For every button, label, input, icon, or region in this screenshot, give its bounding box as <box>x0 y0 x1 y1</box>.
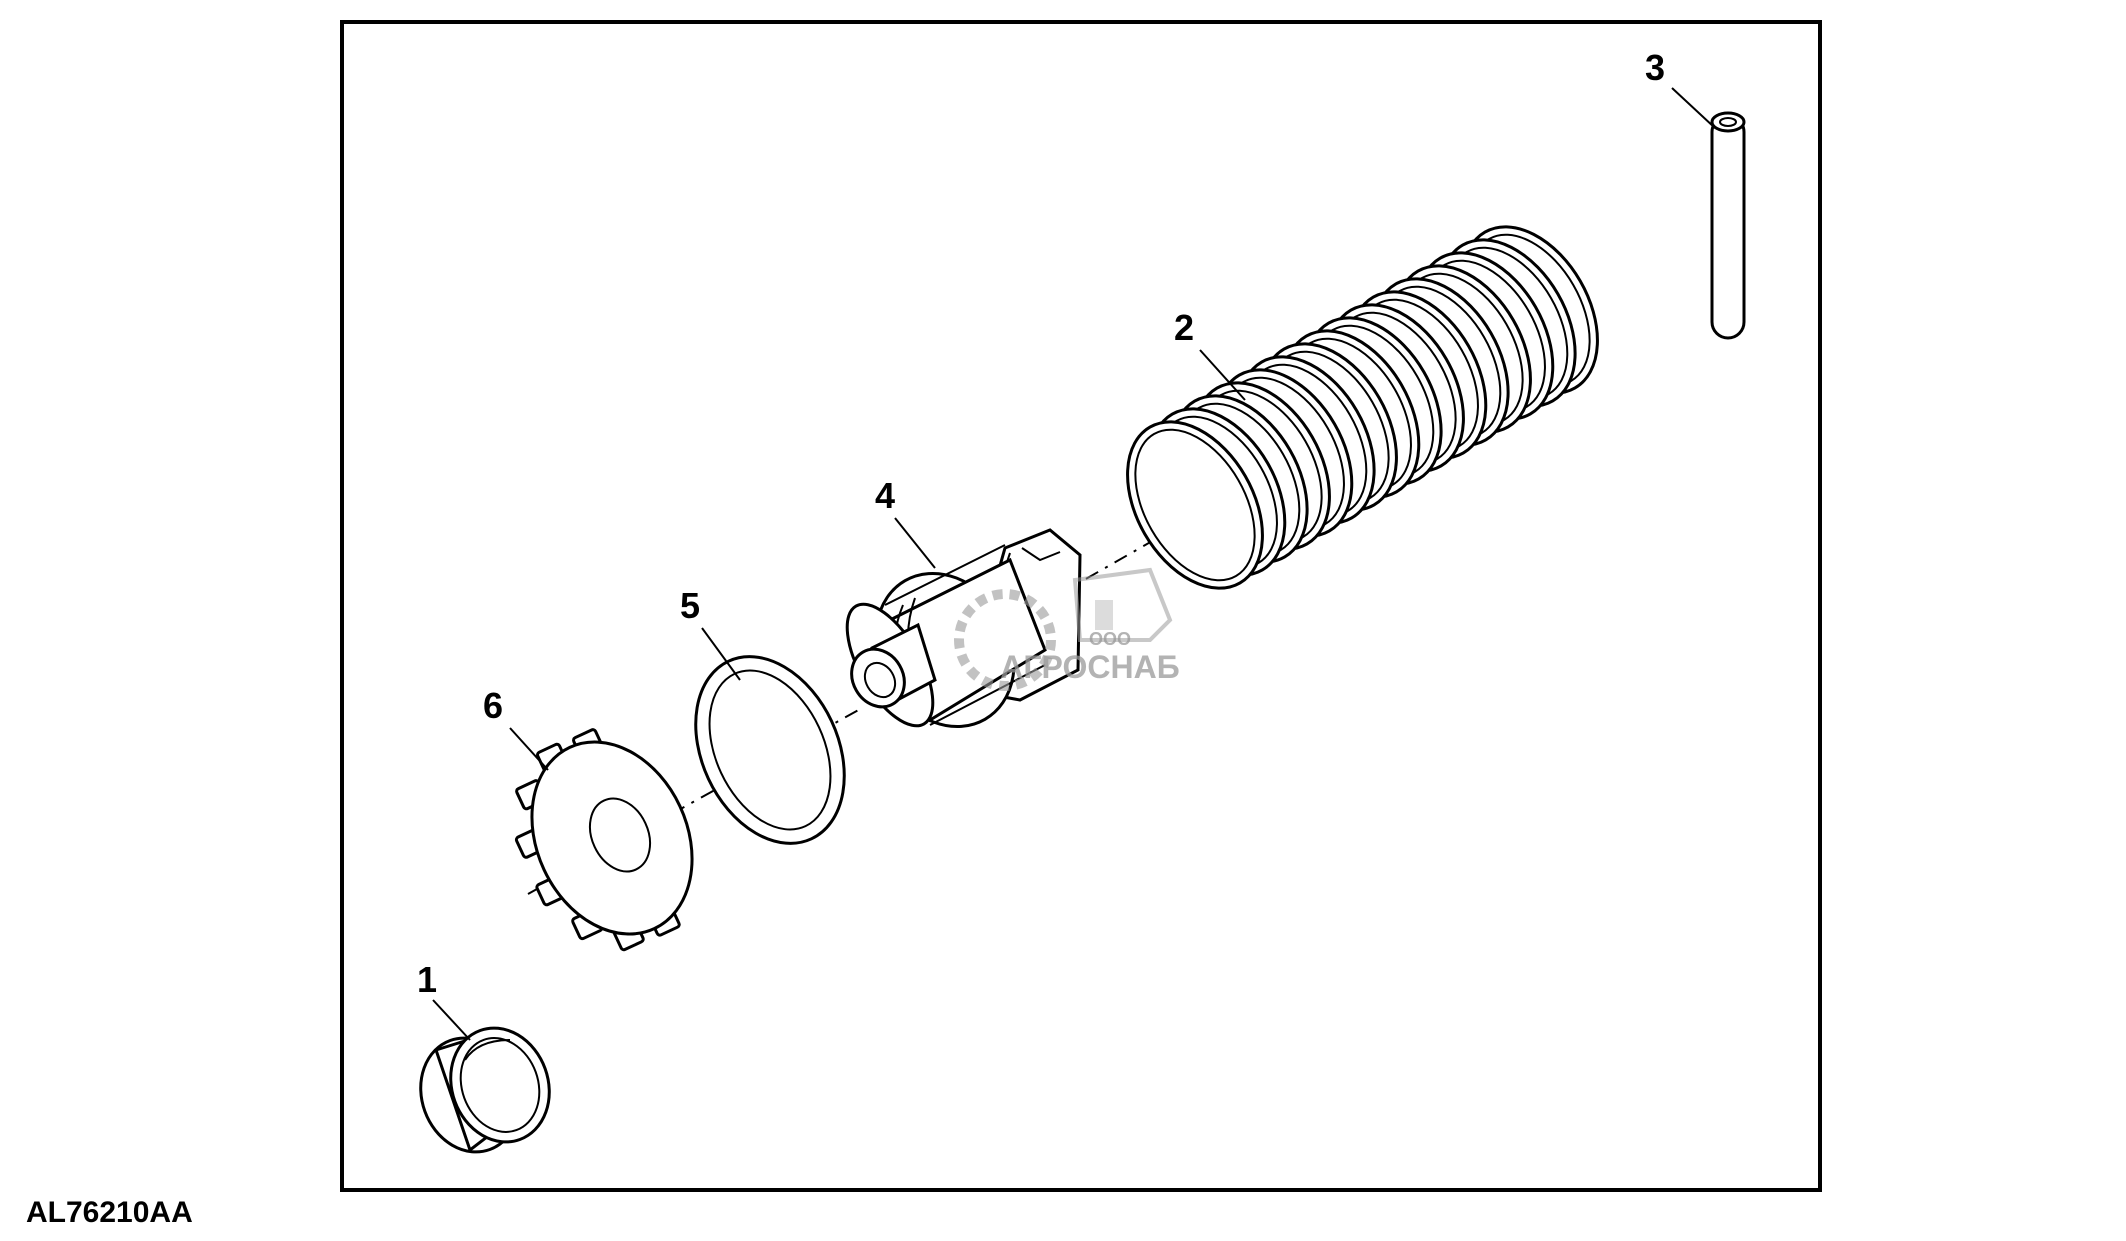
callout-4-label: 4 <box>875 475 895 516</box>
o-ring-part <box>694 655 846 845</box>
watermark-top-text: ООО <box>1089 629 1131 649</box>
watermark-logo: ООО АГРОСНАБ <box>954 567 1180 691</box>
cup-part <box>419 1026 551 1154</box>
leader-line-1 <box>432 999 471 1041</box>
leader-line-2 <box>1199 349 1246 401</box>
spring-coil-inner <box>1134 428 1256 582</box>
watermark-main-text: АГРОСНАБ <box>1000 649 1179 685</box>
plunger-part <box>845 528 1082 729</box>
leader-line-5 <box>701 627 741 681</box>
leader-line-6 <box>509 727 549 771</box>
pin-part <box>1710 111 1746 340</box>
leader-line-3 <box>1671 87 1716 129</box>
callout-2-label: 2 <box>1174 307 1194 348</box>
callout-1-label: 1 <box>417 959 437 1000</box>
diagram-frame <box>340 20 1822 1192</box>
figure-id-label: AL76210AA <box>26 1196 193 1229</box>
spring-part <box>1126 225 1599 590</box>
callout-5-label: 5 <box>680 585 700 626</box>
callout-3-label: 3 <box>1645 47 1665 88</box>
spring-coil <box>1126 420 1264 590</box>
callout-6-label: 6 <box>483 685 503 726</box>
leader-line-4 <box>894 517 936 569</box>
retainer-washer-part <box>514 728 694 952</box>
